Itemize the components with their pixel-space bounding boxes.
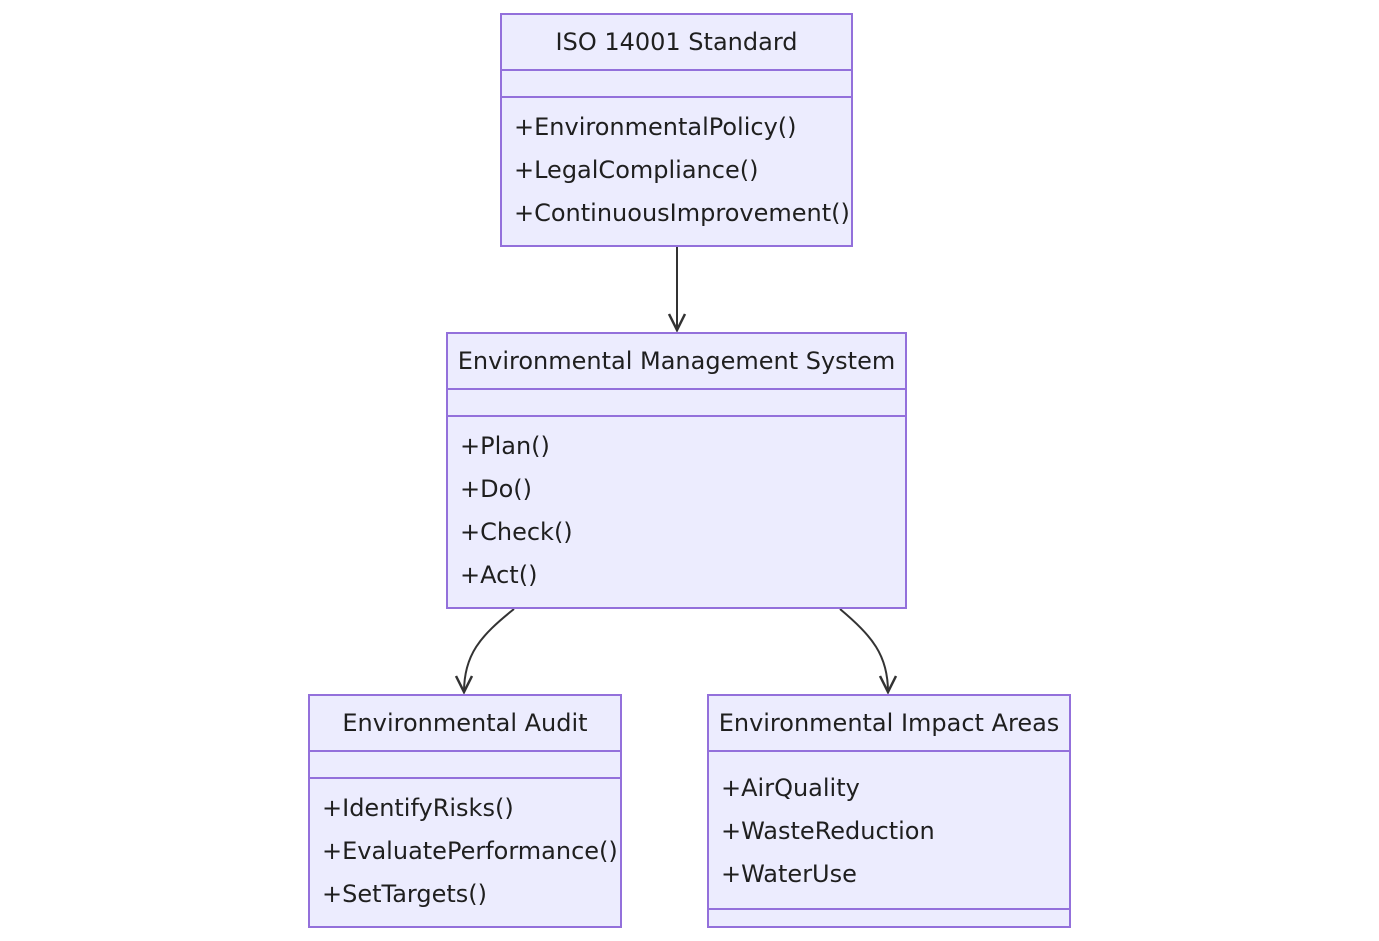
method-item: +EnvironmentalPolicy() <box>514 113 797 141</box>
method-item: +Do() <box>460 475 532 503</box>
class-environmental-management-system[interactable]: Environmental Management System +Plan() … <box>446 332 907 609</box>
class-iso-14001-standard[interactable]: ISO 14001 Standard +EnvironmentalPolicy(… <box>500 13 853 247</box>
attributes-compartment <box>502 71 851 98</box>
edge-ems-to-impact <box>839 608 888 692</box>
method-item: +SetTargets() <box>322 880 487 908</box>
class-title: Environmental Management System <box>448 334 905 390</box>
methods-compartment: +IdentifyRisks() +EvaluatePerformance() … <box>310 779 620 916</box>
methods-compartment <box>709 910 1069 927</box>
attribute-item: +WaterUse <box>721 860 857 888</box>
attributes-compartment <box>310 752 620 779</box>
method-item: +Check() <box>460 518 573 546</box>
method-item: +EvaluatePerformance() <box>322 837 618 865</box>
attribute-item: +AirQuality <box>721 774 860 802</box>
method-item: +IdentifyRisks() <box>322 794 514 822</box>
method-item: +LegalCompliance() <box>514 156 759 184</box>
methods-compartment: +EnvironmentalPolicy() +LegalCompliance(… <box>502 98 851 235</box>
methods-compartment: +Plan() +Do() +Check() +Act() <box>448 417 905 597</box>
class-environmental-impact-areas[interactable]: Environmental Impact Areas +AirQuality +… <box>707 694 1071 928</box>
method-item: +ContinuousImprovement() <box>514 199 850 227</box>
attributes-compartment: +AirQuality +WasteReduction +WaterUse <box>709 752 1069 910</box>
class-environmental-audit[interactable]: Environmental Audit +IdentifyRisks() +Ev… <box>308 694 622 928</box>
method-item: +Plan() <box>460 432 550 460</box>
attributes-compartment <box>448 390 905 417</box>
class-title: Environmental Audit <box>310 696 620 752</box>
edge-ems-to-audit <box>464 608 515 692</box>
class-title: ISO 14001 Standard <box>502 15 851 71</box>
method-item: +Act() <box>460 561 538 589</box>
class-title: Environmental Impact Areas <box>709 696 1069 752</box>
attribute-item: +WasteReduction <box>721 817 935 845</box>
